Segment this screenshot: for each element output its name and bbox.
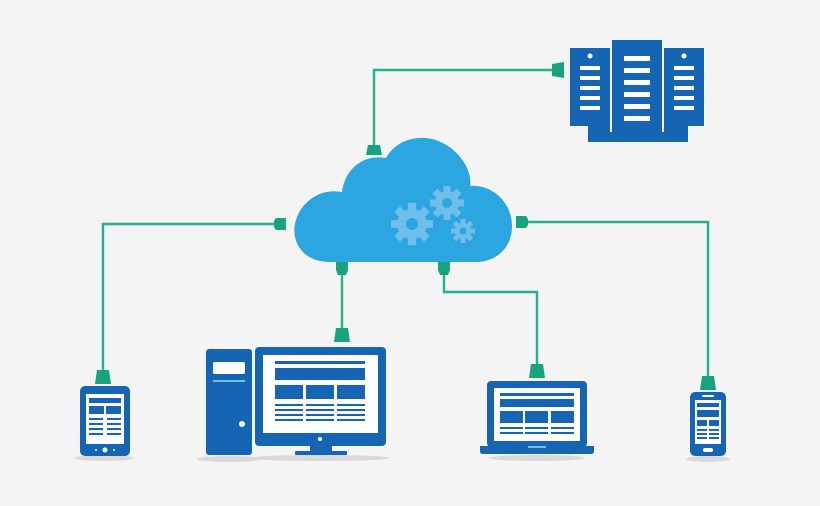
connector-server <box>372 68 555 146</box>
plug-cloud-right <box>516 216 528 228</box>
smartphone-icon <box>686 392 730 462</box>
connector-plugs <box>95 62 716 390</box>
plug-server <box>552 62 564 78</box>
plug-desktop <box>334 328 350 342</box>
connector-tablet <box>101 222 280 372</box>
tablet-icon <box>74 386 134 461</box>
gear-small-icon <box>451 219 475 243</box>
connector-laptop <box>442 266 539 366</box>
plug-phone <box>700 376 716 390</box>
plug-cloud-bottom-right <box>438 262 450 275</box>
gear-medium-icon <box>430 186 464 220</box>
connectors <box>101 68 710 378</box>
plug-laptop <box>529 364 545 378</box>
cloud-icon <box>294 137 512 262</box>
plug-tablet <box>95 370 111 384</box>
plug-cloud-bottom-left <box>336 262 348 275</box>
laptop-icon <box>480 381 594 461</box>
connector-phone <box>520 220 710 378</box>
server-rack-icon <box>570 40 704 142</box>
gear-large-icon <box>391 203 433 245</box>
plug-cloud-left <box>274 218 286 230</box>
desktop-computer-icon <box>197 347 390 462</box>
plug-cloud-top <box>366 145 382 155</box>
